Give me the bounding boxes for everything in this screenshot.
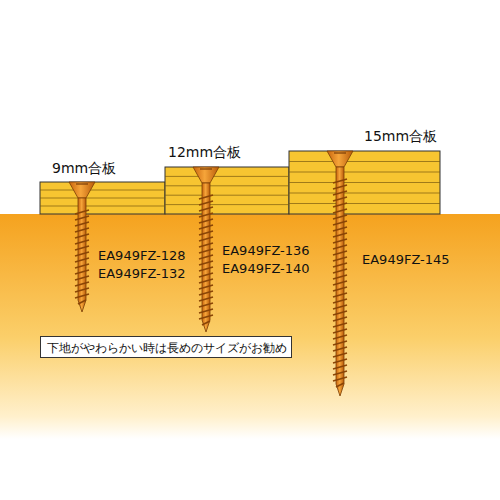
part-number: EA949FZ-132 — [98, 266, 186, 281]
board-label: 12mm合板 — [168, 144, 241, 162]
part-number: EA949FZ-128 — [98, 248, 186, 263]
note-text: 下地がやわらかい時は長めのサイズがお勧め — [47, 340, 285, 356]
board-label: 9mm合板 — [52, 160, 116, 178]
part-number: EA949FZ-136 — [222, 243, 310, 258]
screws — [69, 151, 353, 396]
part-number: EA949FZ-145 — [362, 252, 450, 267]
plywood-boards — [40, 151, 440, 214]
soft-base — [0, 214, 500, 439]
part-number: EA949FZ-140 — [222, 261, 310, 276]
note-box: 下地がやわらかい時は長めのサイズがお勧め — [40, 336, 292, 358]
board-label: 15mm合板 — [364, 128, 437, 146]
